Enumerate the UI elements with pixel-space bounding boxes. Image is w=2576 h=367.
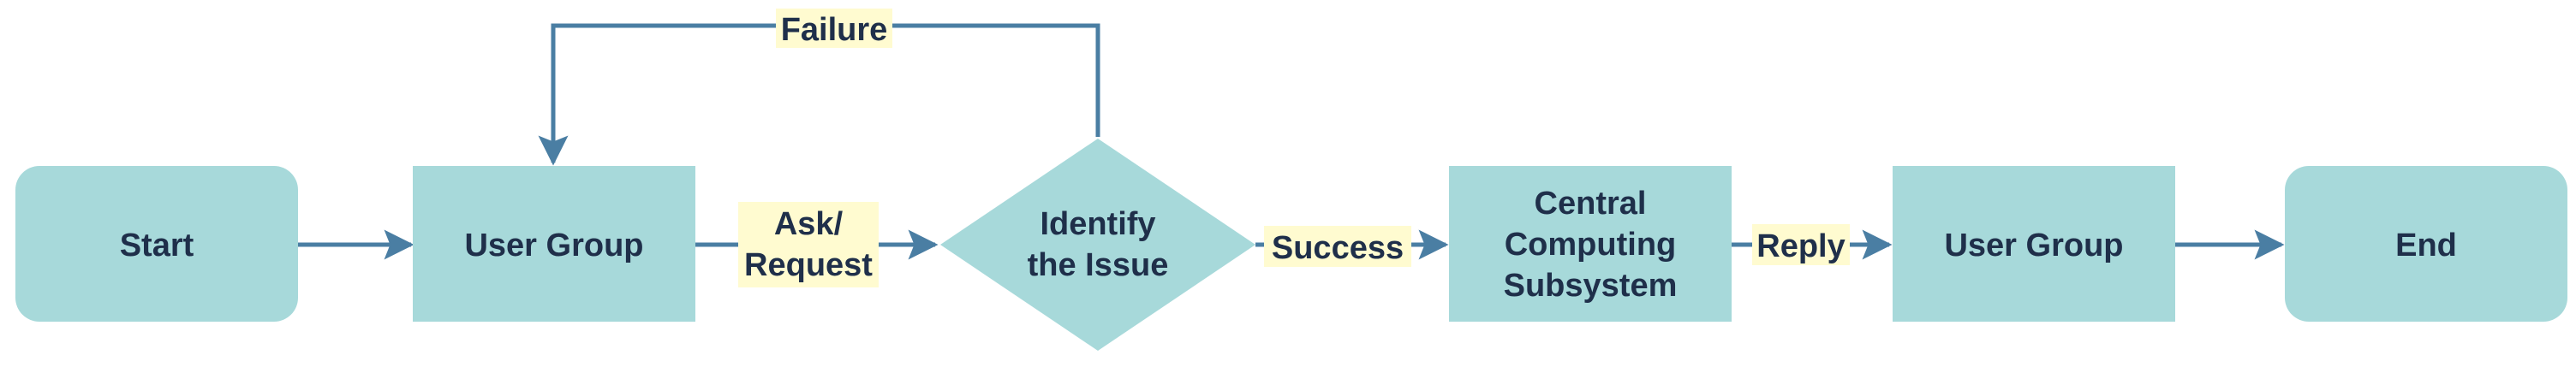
edge-label-success-text: Success <box>1272 230 1404 266</box>
node-central-computing-label-line3: Subsystem <box>1504 268 1678 304</box>
node-central-computing-shape <box>1449 166 1732 322</box>
node-user-group-1-label: User Group <box>464 228 643 263</box>
node-user-group-2-label: User Group <box>1944 228 2123 263</box>
edge-label-ask-line2: Request <box>744 247 873 283</box>
node-end: End <box>2285 166 2567 322</box>
node-end-shape <box>2285 166 2567 322</box>
edge-label-failure: Failure <box>776 9 892 48</box>
node-central-computing-label-line2: Computing <box>1505 227 1677 263</box>
node-central-computing-label-line1: Central <box>1535 186 1647 222</box>
node-start: Start <box>15 166 298 322</box>
node-user-group-2: User Group <box>1893 166 2175 322</box>
node-end-label: End <box>2395 228 2457 263</box>
edge-label-reply: Reply <box>1752 224 1850 265</box>
node-identify-issue-label-line1: Identify <box>1040 206 1155 242</box>
node-user-group-2-shape <box>1893 166 2175 322</box>
node-start-label: Start <box>120 228 194 263</box>
edge-label-ask-request: Ask/ Request <box>738 202 879 287</box>
node-identify-issue: Identify the Issue <box>940 139 1255 351</box>
node-user-group-1: User Group <box>413 166 695 322</box>
node-start-shape <box>15 166 298 322</box>
node-user-group-1-shape <box>413 166 695 322</box>
edge-label-reply-text: Reply <box>1756 228 1845 264</box>
node-identify-issue-label-line2: the Issue <box>1028 247 1169 283</box>
node-central-computing: Central Computing Subsystem <box>1449 166 1732 322</box>
edge-label-ask-line1: Ask/ <box>774 206 844 242</box>
edge-label-success: Success <box>1264 226 1411 267</box>
edge-label-failure-text: Failure <box>781 12 888 48</box>
node-identify-issue-shape <box>940 139 1255 351</box>
